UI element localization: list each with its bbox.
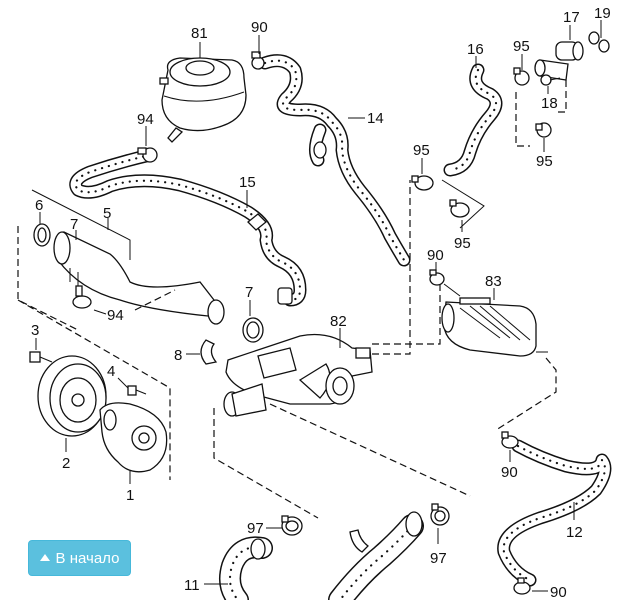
clip-90-bottom[interactable] (513, 577, 531, 595)
bolt-4[interactable] (127, 385, 147, 396)
label-83: 83 (485, 273, 502, 290)
label-94-top: 94 (137, 111, 154, 128)
label-18: 18 (541, 95, 558, 112)
label-5: 5 (103, 205, 111, 222)
hose-15[interactable] (69, 148, 307, 307)
label-6: 6 (35, 197, 43, 214)
clip-90-lower[interactable] (501, 431, 519, 449)
label-19: 19 (594, 5, 611, 22)
label-4: 4 (107, 363, 115, 380)
hose-16[interactable] (443, 63, 503, 177)
clip-97-left[interactable] (281, 515, 303, 536)
label-14: 14 (367, 110, 384, 127)
clip-90-mid[interactable] (429, 269, 461, 297)
water-pump-1[interactable] (99, 402, 168, 473)
bolt-18[interactable] (540, 74, 561, 86)
hose-14[interactable] (258, 54, 411, 267)
chevron-up-icon (39, 553, 50, 561)
label-90-lower: 90 (501, 464, 518, 481)
hose-11[interactable] (219, 536, 273, 600)
label-95-mid: 95 (413, 142, 430, 159)
clip-94-top[interactable] (137, 147, 158, 163)
o-ring-6[interactable] (33, 223, 51, 247)
home-button-label: В начало (55, 549, 120, 567)
pipe-5[interactable] (53, 231, 225, 325)
label-97-right: 97 (430, 550, 447, 567)
home-button[interactable]: В начало (28, 540, 131, 576)
label-2: 2 (62, 455, 70, 472)
clip-95-top-right[interactable] (513, 67, 530, 86)
clip-95-right[interactable] (535, 122, 552, 138)
coolant-flange-82[interactable] (223, 333, 373, 417)
label-90-mid: 90 (427, 247, 444, 264)
label-95-lower: 95 (454, 235, 471, 252)
label-90-top: 90 (251, 19, 268, 36)
label-7-left: 7 (70, 216, 78, 233)
cooler-83[interactable] (441, 297, 548, 357)
o-ring-7[interactable] (242, 317, 264, 343)
label-97-left: 97 (247, 520, 264, 537)
clip-95-mid-upper[interactable] (411, 175, 434, 191)
label-1: 1 (126, 487, 134, 504)
bolt-3[interactable] (29, 351, 53, 363)
clip-95-mid-lower[interactable] (449, 199, 470, 218)
clip-94-lower[interactable] (72, 285, 92, 309)
clip-90-top[interactable] (251, 51, 265, 70)
label-8: 8 (174, 347, 182, 364)
clamp-8[interactable] (200, 339, 218, 365)
label-7-right: 7 (245, 284, 253, 301)
hose-lower-middle[interactable] (328, 511, 424, 600)
expansion-tank[interactable] (159, 57, 247, 143)
o-rings-19[interactable] (588, 31, 610, 53)
label-81: 81 (191, 25, 208, 42)
label-12: 12 (566, 524, 583, 541)
connector-17[interactable] (534, 41, 584, 81)
label-3: 3 (31, 322, 39, 339)
pulley-2[interactable] (37, 355, 107, 437)
label-94-lower: 94 (107, 307, 124, 324)
label-90-bottom: 90 (550, 584, 567, 600)
clip-97-right[interactable] (430, 503, 450, 526)
label-17: 17 (563, 9, 580, 26)
label-95-right: 95 (536, 153, 553, 170)
hose-12[interactable] (497, 439, 612, 587)
label-15: 15 (239, 174, 256, 191)
label-82: 82 (330, 313, 347, 330)
label-16: 16 (467, 41, 484, 58)
label-95-top: 95 (513, 38, 530, 55)
label-11: 11 (184, 577, 200, 594)
